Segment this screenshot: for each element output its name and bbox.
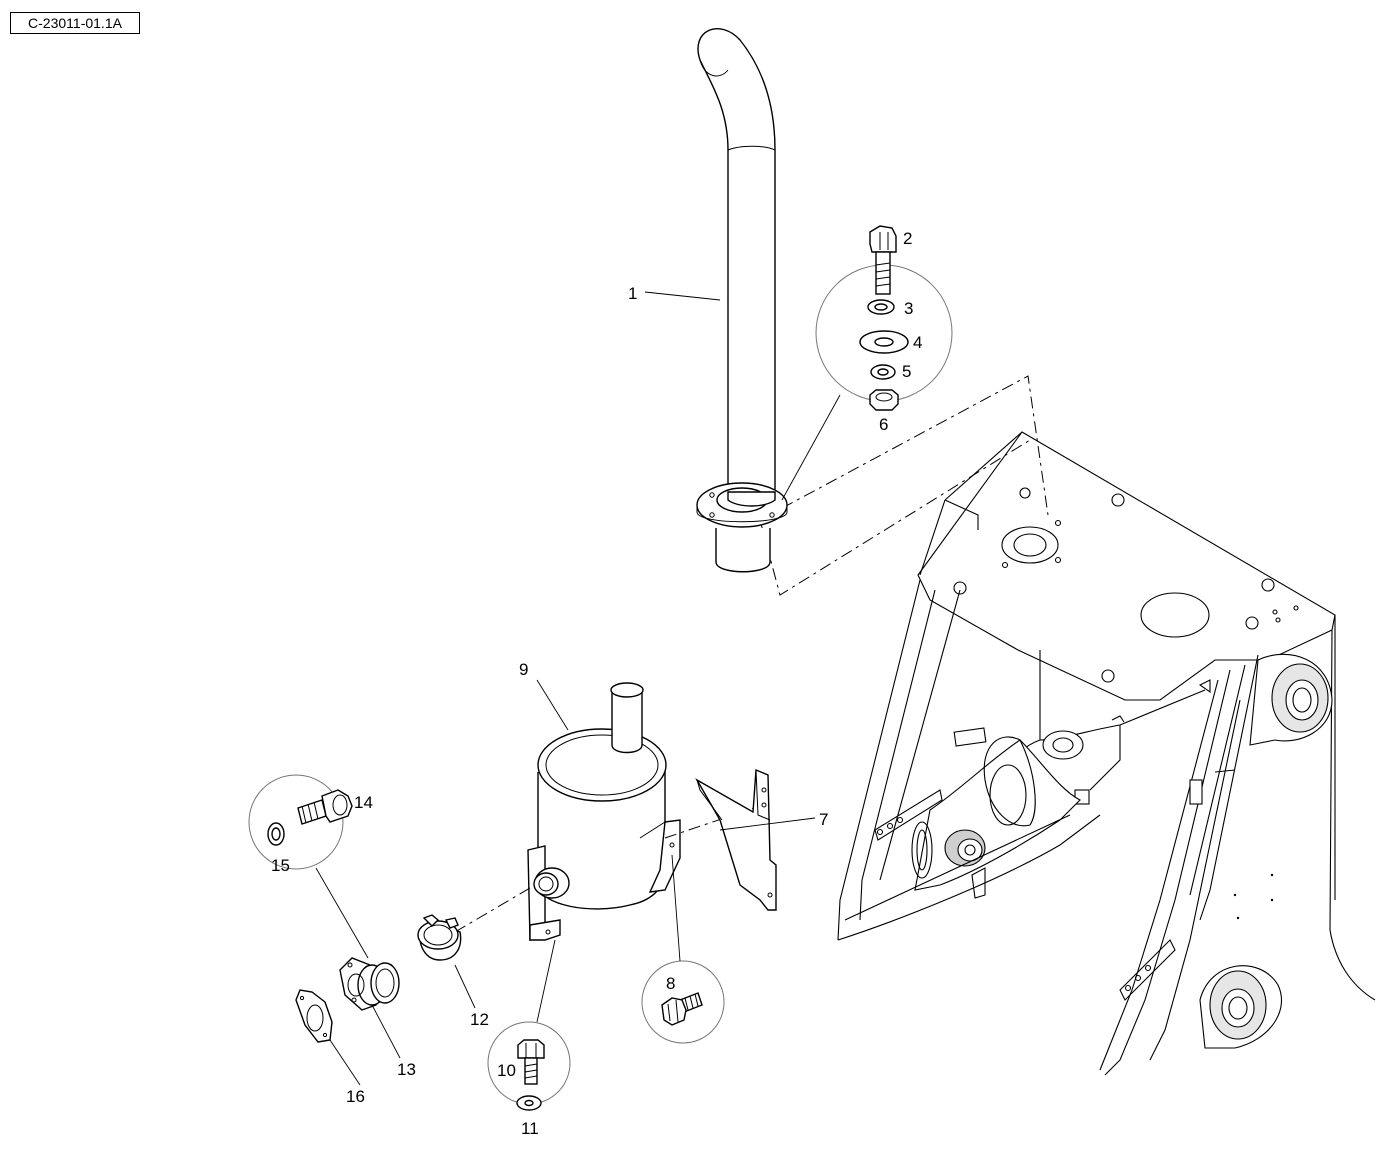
fastener-detail-group-2-6 bbox=[781, 225, 953, 501]
callout-1: 1 bbox=[628, 284, 637, 303]
fastener-detail-group-8 bbox=[641, 854, 725, 1044]
diagram-reference-label: C-23011-01.1A bbox=[10, 12, 140, 34]
lock-washer-15 bbox=[267, 822, 285, 846]
lock-washer-5 bbox=[870, 364, 896, 380]
hex-bolt-10 bbox=[517, 1039, 545, 1085]
exhaust-stack-pipe bbox=[696, 28, 788, 573]
hex-nut-6 bbox=[869, 389, 899, 411]
callout-5: 5 bbox=[902, 362, 911, 381]
callout-12: 12 bbox=[470, 1010, 489, 1029]
callout-10: 10 bbox=[497, 1061, 516, 1080]
callout-14: 14 bbox=[354, 793, 373, 812]
lock-washer-3 bbox=[867, 299, 895, 315]
callout-7: 7 bbox=[819, 810, 828, 829]
callout-13: 13 bbox=[397, 1060, 416, 1079]
flat-washer-11 bbox=[516, 1095, 542, 1111]
muffler-inlet-dashed-line bbox=[454, 887, 531, 933]
callout-leaders bbox=[329, 291, 816, 1086]
mounting-bracket-7 bbox=[695, 768, 777, 911]
muffler bbox=[527, 682, 681, 941]
machine-frame bbox=[837, 431, 1376, 1076]
callout-3: 3 bbox=[904, 299, 913, 318]
callout-labels: 1 2 3 4 5 6 7 8 9 10 11 12 13 14 15 16 bbox=[271, 229, 922, 1138]
band-clamp-12 bbox=[417, 914, 462, 961]
callout-2: 2 bbox=[903, 229, 912, 248]
callout-11: 11 bbox=[521, 1119, 539, 1138]
hex-bolt-2 bbox=[869, 225, 897, 295]
callout-4: 4 bbox=[913, 333, 922, 352]
callout-15: 15 bbox=[271, 856, 290, 875]
callout-6: 6 bbox=[879, 415, 888, 434]
gasket-16 bbox=[295, 989, 333, 1043]
fastener-detail-group-10-11 bbox=[487, 939, 571, 1111]
callout-9: 9 bbox=[519, 660, 528, 679]
hex-bolt-8 bbox=[661, 992, 703, 1026]
flat-washer-4 bbox=[859, 330, 909, 354]
hex-bolt-14 bbox=[297, 789, 353, 825]
exhaust-flange-13 bbox=[339, 957, 400, 1011]
fastener-detail-group-14-15 bbox=[248, 774, 369, 959]
callout-8: 8 bbox=[666, 974, 675, 993]
callout-16: 16 bbox=[346, 1087, 365, 1106]
